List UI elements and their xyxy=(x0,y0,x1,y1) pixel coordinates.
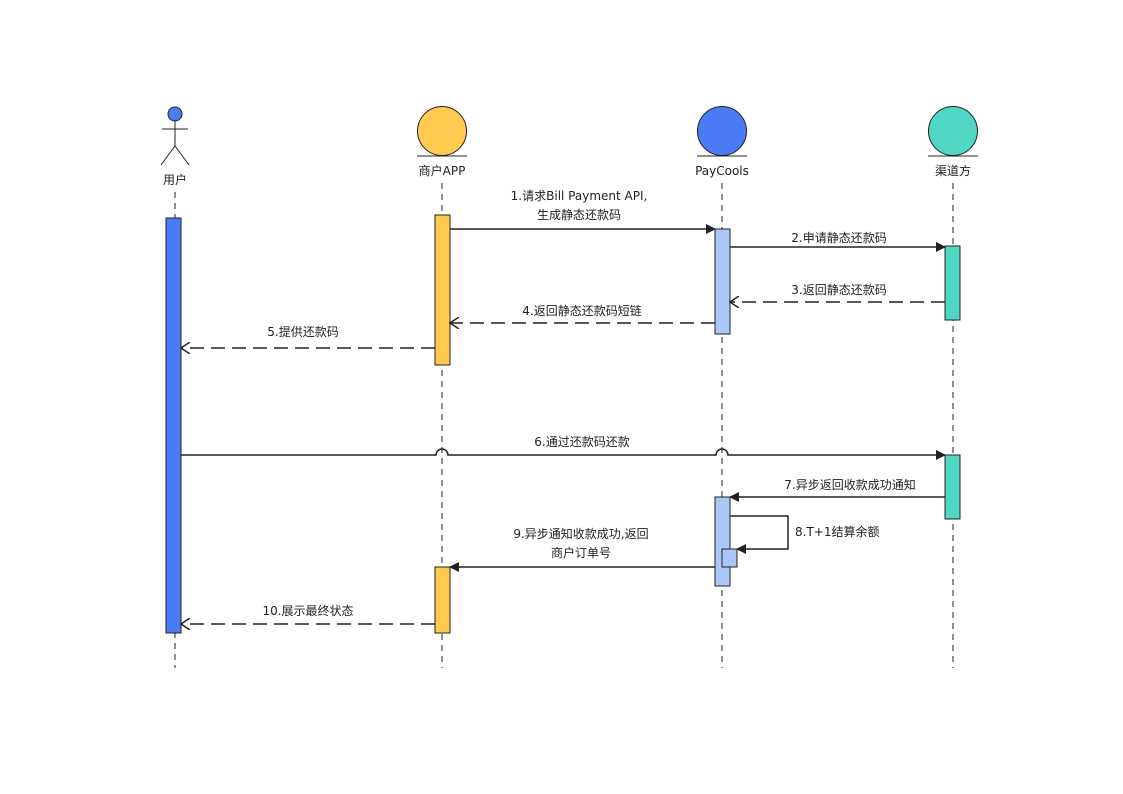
actor-left-leg xyxy=(160,145,176,166)
entity-circle-icon xyxy=(697,106,747,156)
message-label-9-line-1: 9.异步通知收款成功,返回 xyxy=(513,527,648,541)
participant-paycools: PayCools xyxy=(695,106,749,178)
message-label-1-line-1: 1.请求Bill Payment API, xyxy=(511,189,648,203)
participant-label-channel: 渠道方 xyxy=(935,163,971,178)
message-label-8: 8.T+1结算余额 xyxy=(795,524,879,539)
activation-paycools-2 xyxy=(714,496,731,587)
message-arrow-6 xyxy=(181,448,946,460)
activation-merchant-2 xyxy=(434,566,451,634)
activation-merchant-1 xyxy=(434,214,451,366)
entity-circle-icon xyxy=(417,106,467,156)
message-label-7: 7.异步返回收款成功通知 xyxy=(784,478,915,492)
activation-channel-2 xyxy=(944,454,961,520)
activation-paycools-1 xyxy=(714,228,731,335)
actor-head-icon xyxy=(167,106,183,122)
message-label-5: 5.提供还款码 xyxy=(267,324,338,339)
participant-label-merchant: 商户APP xyxy=(419,163,466,178)
message-label-4: 4.返回静态还款码短链 xyxy=(522,303,641,318)
message-label-2: 2.申请静态还款码 xyxy=(791,231,886,245)
message-label-9-line-2: 商户订单号 xyxy=(551,545,611,560)
message-label-1-line-2: 生成静态还款码 xyxy=(537,208,621,222)
participant-user: 用户 xyxy=(160,106,190,187)
message-arrow-8-self xyxy=(730,515,789,554)
message-label-10: 10.展示最终状态 xyxy=(262,603,353,618)
message-label-3: 3.返回静态还款码 xyxy=(791,283,886,297)
actor-right-leg xyxy=(174,145,190,166)
message-label-6: 6.通过还款码还款 xyxy=(534,435,629,449)
participant-channel: 渠道方 xyxy=(928,106,978,178)
participant-label-user: 用户 xyxy=(163,172,187,187)
activation-user xyxy=(165,217,182,634)
activation-channel-1 xyxy=(944,245,961,321)
participant-merchant: 商户APP xyxy=(417,106,467,178)
entity-circle-icon xyxy=(928,106,978,156)
participant-label-paycools: PayCools xyxy=(695,164,749,178)
activation-paycools-nested xyxy=(721,548,738,568)
